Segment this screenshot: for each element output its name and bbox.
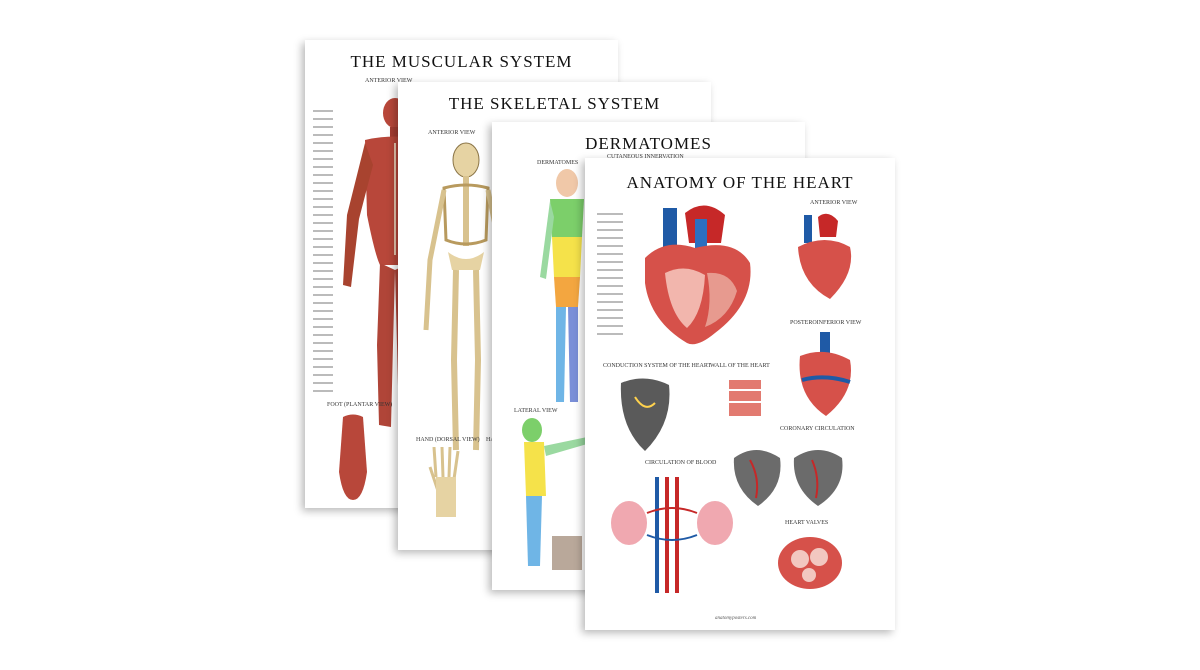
view-label: ANTERIOR VIEW: [365, 78, 413, 84]
heart-anterior: [798, 213, 852, 299]
view-label: ANTERIOR VIEW: [810, 200, 858, 206]
view-label: ANTERIOR VIEW: [428, 130, 476, 136]
view-label: LATERAL VIEW: [514, 408, 558, 414]
hand-figure: [428, 447, 460, 517]
view-label: DERMATOMES: [537, 160, 579, 166]
dermatome-figure: [540, 169, 584, 402]
view-label: CORONARY CIRCULATION: [780, 426, 855, 432]
blood-circulation: [611, 477, 733, 593]
view-label: FOOT (PLANTAR VIEW): [327, 402, 393, 408]
heart-wall: [729, 380, 761, 416]
lateral-figure: [522, 418, 594, 570]
view-label: CONDUCTION SYSTEM OF THE HEART: [603, 363, 712, 369]
poster-title: THE SKELETAL SYSTEM: [448, 94, 661, 113]
poster-anatomy-of-the-heart: ANATOMY OF THE HEART ANTERIOR VIEW POSTE…: [585, 158, 895, 630]
view-label: WALL OF THE HEART: [710, 363, 770, 369]
label-lines-left: [313, 110, 333, 398]
heart-coronary: [733, 450, 843, 506]
heart-cross-section: [645, 205, 751, 345]
view-label: HAND (DORSAL VIEW): [416, 437, 480, 443]
foot-figure: [339, 414, 367, 500]
label-lines-left: [597, 213, 623, 341]
view-label: HA: [486, 437, 495, 443]
poster-title: THE MUSCULAR SYSTEM: [350, 52, 573, 71]
heart-posteroinferior: [799, 332, 851, 416]
footer-url: anatomyposters.com: [715, 616, 757, 621]
heart-conduction: [620, 378, 670, 451]
view-label: CIRCULATION OF BLOOD: [645, 460, 717, 466]
view-label: HEART VALVES: [785, 520, 829, 526]
poster-title: DERMATOMES: [585, 134, 712, 153]
poster-title: ANATOMY OF THE HEART: [626, 173, 854, 192]
view-label: POSTEROINFERIOR VIEW: [790, 320, 862, 326]
heart-valves: [778, 537, 842, 589]
poster-subtitle: CUTANEOUS INNERVATION: [607, 154, 684, 160]
